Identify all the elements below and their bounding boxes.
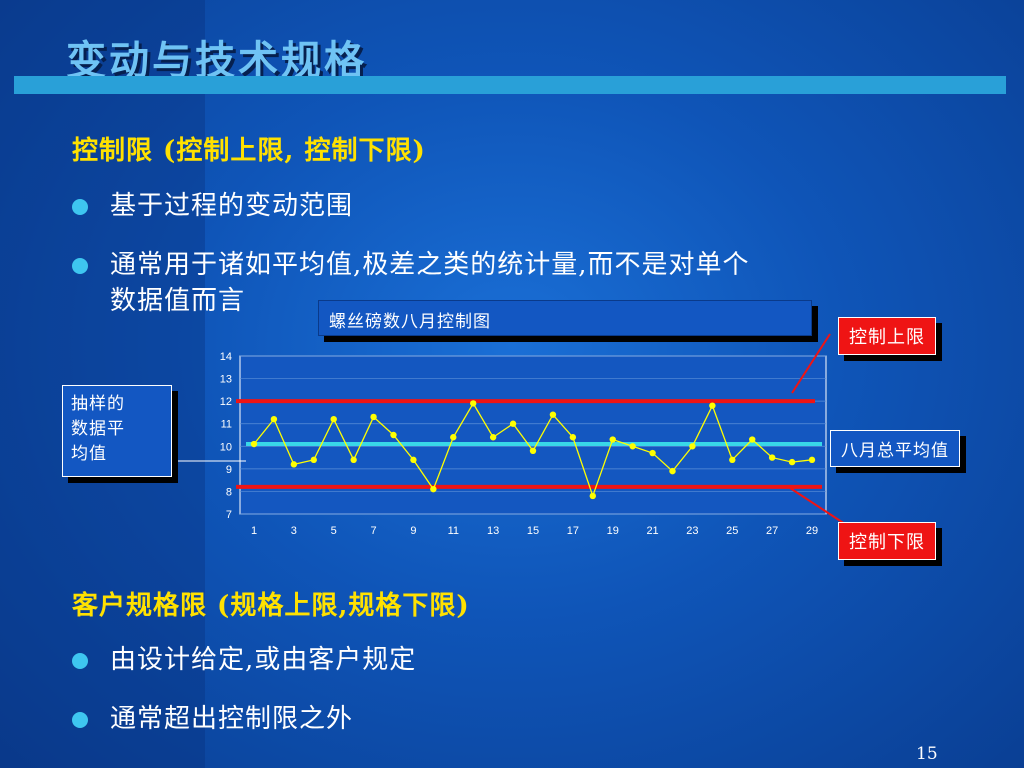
data-point xyxy=(569,434,577,441)
spec-limits-heading: 客户规格限 (规格上限,规格下限) xyxy=(72,591,470,621)
bullet-dot-icon xyxy=(72,712,88,728)
data-point xyxy=(788,458,796,466)
data-point xyxy=(450,434,457,441)
ucl-connector xyxy=(791,333,831,394)
bullet-text: 由设计给定,或由客户规定 xyxy=(110,645,417,675)
data-point xyxy=(250,440,258,448)
lcl-label-box: 控制下限 xyxy=(838,522,936,560)
x-tick-label: 9 xyxy=(410,525,416,537)
x-tick-label: 29 xyxy=(806,525,818,537)
bullet-item: 通常超出控制限之外 xyxy=(72,701,353,737)
data-point xyxy=(669,467,676,475)
x-tick-label: 25 xyxy=(726,525,738,537)
chart-title-box: 螺丝磅数八月控制图 xyxy=(318,300,812,336)
sample-mean-label-box: 抽样的 数据平 均值 xyxy=(62,385,172,477)
sample-mean-label-line: 均值 xyxy=(71,444,107,464)
x-tick-label: 19 xyxy=(607,525,619,537)
sample-mean-label-line: 抽样的 xyxy=(71,394,125,414)
x-tick-label: 1 xyxy=(251,525,257,537)
data-point xyxy=(808,456,816,464)
x-tick-label: 17 xyxy=(567,525,579,537)
x-tick-label: 11 xyxy=(448,525,459,537)
x-tick-label: 21 xyxy=(646,525,658,537)
grand-mean-label-box: 八月总平均值 xyxy=(830,430,960,467)
bullet-item: 基于过程的变动范围 xyxy=(72,188,353,224)
left-background-band xyxy=(0,0,205,768)
x-tick-label: 27 xyxy=(766,525,778,537)
bullet-dot-icon xyxy=(72,653,88,669)
title-underline-bar xyxy=(14,76,1006,94)
data-point xyxy=(509,420,517,427)
data-point xyxy=(768,454,776,461)
bullet-text: 通常超出控制限之外 xyxy=(110,704,354,734)
x-tick-label: 15 xyxy=(527,525,539,537)
data-point xyxy=(470,400,477,407)
ucl-label-box: 控制上限 xyxy=(838,317,936,355)
bullet-dot-icon xyxy=(72,199,88,215)
y-tick-label: 9 xyxy=(226,464,232,476)
sample-mean-label-line: 数据平 xyxy=(71,419,125,439)
bullet-text: 基于过程的变动范围 xyxy=(110,191,354,221)
data-point xyxy=(489,434,497,441)
y-tick-label: 8 xyxy=(226,486,232,498)
bullet-text-line: 数据值而言 xyxy=(110,286,246,316)
y-tick-label: 14 xyxy=(220,351,232,363)
data-point xyxy=(330,416,337,423)
data-point xyxy=(370,413,377,421)
data-point xyxy=(529,447,537,454)
data-point xyxy=(390,431,397,439)
data-point xyxy=(549,411,557,418)
data-point xyxy=(290,461,298,468)
data-point xyxy=(649,449,656,457)
y-tick-label: 11 xyxy=(221,419,232,431)
x-tick-label: 5 xyxy=(331,525,337,537)
data-point xyxy=(609,436,616,443)
y-tick-label: 10 xyxy=(220,441,232,453)
x-tick-label: 23 xyxy=(686,525,698,537)
data-point xyxy=(709,402,716,409)
control-limits-heading: 控制限 (控制上限, 控制下限) xyxy=(72,136,426,166)
y-tick-label: 7 xyxy=(226,509,232,521)
x-tick-label: 3 xyxy=(291,525,297,537)
data-point xyxy=(589,492,596,500)
data-point xyxy=(629,443,636,450)
data-point xyxy=(310,456,317,464)
data-point xyxy=(729,456,736,464)
page-number: 15 xyxy=(916,744,938,764)
y-tick-label: 12 xyxy=(220,396,232,408)
data-point xyxy=(689,443,696,450)
bullet-dot-icon xyxy=(72,258,88,274)
plot-area xyxy=(239,355,827,515)
data-point xyxy=(430,485,437,493)
data-point xyxy=(410,456,417,464)
lcl-connector xyxy=(789,487,846,525)
y-tick-label: 13 xyxy=(220,374,232,386)
x-tick-label: 13 xyxy=(487,525,499,537)
bullet-item: 由设计给定,或由客户规定 xyxy=(72,642,416,678)
data-point xyxy=(350,456,357,464)
data-point xyxy=(749,436,756,443)
x-tick-label: 7 xyxy=(371,525,377,537)
data-point xyxy=(270,416,278,423)
bullet-item: 通常用于诸如平均值,极差之类的统计量,而不是对单个 数据值而言 xyxy=(72,247,750,319)
bullet-text-line: 通常用于诸如平均值,极差之类的统计量,而不是对单个 xyxy=(110,250,750,280)
bullet-text: 通常用于诸如平均值,极差之类的统计量,而不是对单个 数据值而言 xyxy=(110,247,750,319)
